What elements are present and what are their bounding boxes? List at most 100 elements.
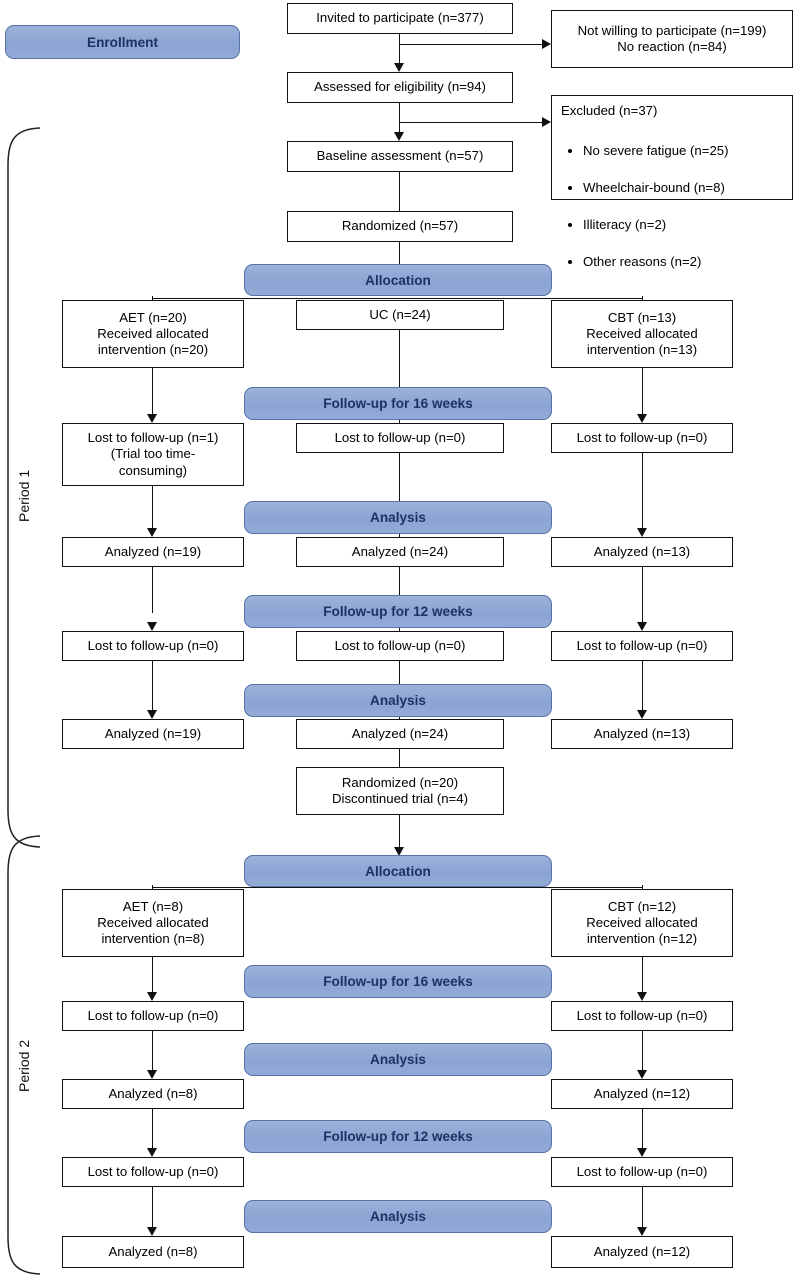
period-1-label: Period 1: [16, 466, 32, 525]
arrow-p1-aet-an1: [147, 528, 157, 537]
arrow-assessed-to-baseline: [394, 132, 404, 141]
p2-aet-analysis2-box: Analyzed (n=8): [62, 1236, 244, 1268]
connector-split-to-aet-p2: [152, 885, 153, 891]
connector-p1-cbt-an1-to-fu12: [642, 567, 643, 622]
connector-split-to-cbt-p1: [642, 296, 643, 302]
connector-p2-aet-fu12-to-an2: [152, 1187, 153, 1227]
followup16-banner-p2: Follow-up for 16 weeks: [244, 965, 552, 998]
analysis-banner-2-p2: Analysis: [244, 1200, 552, 1233]
list-item: Illiteracy (n=2): [583, 216, 729, 235]
p1-aet-followup16-box: Lost to follow-up (n=1) (Trial too time-…: [62, 423, 244, 486]
arrow-p1-aet-an2: [147, 710, 157, 719]
p2-aet-allocation-box: AET (n=8) Received allocated interventio…: [62, 889, 244, 957]
p1-uc-analysis2-box: Analyzed (n=24): [296, 719, 504, 749]
arrow-p1-aet-fu16: [147, 414, 157, 423]
arrow-p2-aet-an1: [147, 1070, 157, 1079]
connector-p2-cbt-an1-to-fu12: [642, 1109, 643, 1148]
arrow-p1-cbt-fu16: [637, 414, 647, 423]
arrow-p2-aet-an2: [147, 1227, 157, 1236]
p1-uc-analysis1-box: Analyzed (n=24): [296, 537, 504, 567]
analysis-banner-1-p1: Analysis: [244, 501, 552, 534]
arrow-p1-cbt-an2: [637, 710, 647, 719]
arrow-p1-aet-fu12: [147, 622, 157, 631]
rerandomized-box: Randomized (n=20) Discontinued trial (n=…: [296, 767, 504, 815]
p2-cbt-followup16-box: Lost to follow-up (n=0): [551, 1001, 733, 1031]
allocation-split-line-p1: [152, 298, 642, 299]
excluded-title: Excluded (n=37): [561, 103, 658, 118]
connector-assessed-to-excluded: [399, 122, 543, 123]
p2-aet-followup12-box: Lost to follow-up (n=0): [62, 1157, 244, 1187]
not-willing-box: Not willing to participate (n=199) No re…: [551, 10, 793, 68]
connector-p1-cbt-fu16-to-an1: [642, 453, 643, 528]
list-item: No severe fatigue (n=25): [583, 142, 729, 161]
list-item: Wheelchair-bound (n=8): [583, 179, 729, 198]
connector-assessed-to-baseline: [399, 103, 400, 132]
p2-cbt-analysis1-box: Analyzed (n=12): [551, 1079, 733, 1109]
connector-p1-aet-fu12-to-an2: [152, 661, 153, 710]
connector-p2-aet-alloc-to-fu16: [152, 957, 153, 992]
list-item: Other reasons (n=2): [583, 253, 729, 272]
arrow-p1-cbt-fu12: [637, 622, 647, 631]
p1-cbt-followup12-box: Lost to follow-up (n=0): [551, 631, 733, 661]
allocation-banner-p2: Allocation: [244, 855, 552, 887]
arrow-p2-aet-fu16: [147, 992, 157, 1001]
connector-p1-cbt-alloc-to-fu16: [642, 368, 643, 414]
period-1-bracket: [7, 127, 41, 848]
connector-invited-to-notwilling: [399, 44, 543, 45]
arrow-p2-aet-fu12: [147, 1148, 157, 1157]
connector-split-to-cbt-p2: [642, 885, 643, 891]
analysis-banner-2-p1: Analysis: [244, 684, 552, 717]
enrollment-banner: Enrollment: [5, 25, 240, 59]
arrow-p2-cbt-fu16: [637, 992, 647, 1001]
randomized-box: Randomized (n=57): [287, 211, 513, 242]
p2-aet-analysis1-box: Analyzed (n=8): [62, 1079, 244, 1109]
arrow-invited-to-assessed: [394, 63, 404, 72]
connector-p2-aet-fu16-to-an1: [152, 1031, 153, 1070]
connector-p2-cbt-fu12-to-an2: [642, 1187, 643, 1227]
connector-p1-cbt-fu12-to-an2: [642, 661, 643, 710]
p1-uc-followup16-box: Lost to follow-up (n=0): [296, 423, 504, 453]
allocation-banner-p1: Allocation: [244, 264, 552, 296]
p1-aet-followup12-box: Lost to follow-up (n=0): [62, 631, 244, 661]
p1-uc-allocation-box: UC (n=24): [296, 300, 504, 330]
p1-cbt-followup16-box: Lost to follow-up (n=0): [551, 423, 733, 453]
arrow-p2-cbt-an2: [637, 1227, 647, 1236]
analysis-banner-1-p2: Analysis: [244, 1043, 552, 1076]
arrow-to-notwilling: [542, 38, 551, 49]
p1-aet-analysis2-box: Analyzed (n=19): [62, 719, 244, 749]
allocation-split-line-p2: [152, 887, 642, 888]
p1-cbt-analysis2-box: Analyzed (n=13): [551, 719, 733, 749]
excluded-reason-list: No severe fatigue (n=25) Wheelchair-boun…: [561, 123, 729, 290]
connector-rerandomized-to-allocation-p2: [399, 815, 400, 847]
p2-cbt-followup12-box: Lost to follow-up (n=0): [551, 1157, 733, 1187]
period-2-bracket: [7, 835, 41, 1275]
p1-uc-followup12-box: Lost to follow-up (n=0): [296, 631, 504, 661]
p1-cbt-allocation-box: CBT (n=13) Received allocated interventi…: [551, 300, 733, 368]
connector-p1-uc-fu16-to-an1: [399, 453, 400, 537]
connector-p2-cbt-alloc-to-fu16: [642, 957, 643, 992]
connector-p1-aet-alloc-to-fu16: [152, 368, 153, 414]
p1-aet-allocation-box: AET (n=20) Received allocated interventi…: [62, 300, 244, 368]
p2-cbt-allocation-box: CBT (n=12) Received allocated interventi…: [551, 889, 733, 957]
connector-invited-to-assessed: [399, 34, 400, 63]
assessed-box: Assessed for eligibility (n=94): [287, 72, 513, 103]
followup12-banner-p1: Follow-up for 12 weeks: [244, 595, 552, 628]
arrow-p2-cbt-fu12: [637, 1148, 647, 1157]
arrow-p2-cbt-an1: [637, 1070, 647, 1079]
p1-aet-analysis1-box: Analyzed (n=19): [62, 537, 244, 567]
connector-randomized-to-allocation: [399, 242, 400, 268]
period-2-label: Period 2: [16, 1036, 32, 1095]
p2-cbt-analysis2-box: Analyzed (n=12): [551, 1236, 733, 1268]
p2-aet-followup16-box: Lost to follow-up (n=0): [62, 1001, 244, 1031]
connector-p1-uc-alloc-to-fu16: [399, 330, 400, 423]
invited-box: Invited to participate (n=377): [287, 3, 513, 34]
excluded-box: Excluded (n=37) No severe fatigue (n=25)…: [551, 95, 793, 269]
connector-baseline-to-randomized: [399, 172, 400, 211]
p1-cbt-analysis1-box: Analyzed (n=13): [551, 537, 733, 567]
arrow-to-allocation-p2: [394, 847, 404, 856]
connector-p1-aet-fu16-to-an1: [152, 486, 153, 528]
connector-an2-to-rerandomized: [399, 749, 400, 767]
connector-split-to-aet-p1: [152, 296, 153, 302]
followup16-banner-p1: Follow-up for 16 weeks: [244, 387, 552, 420]
connector-p1-aet-an1-to-fu12: [152, 567, 153, 613]
